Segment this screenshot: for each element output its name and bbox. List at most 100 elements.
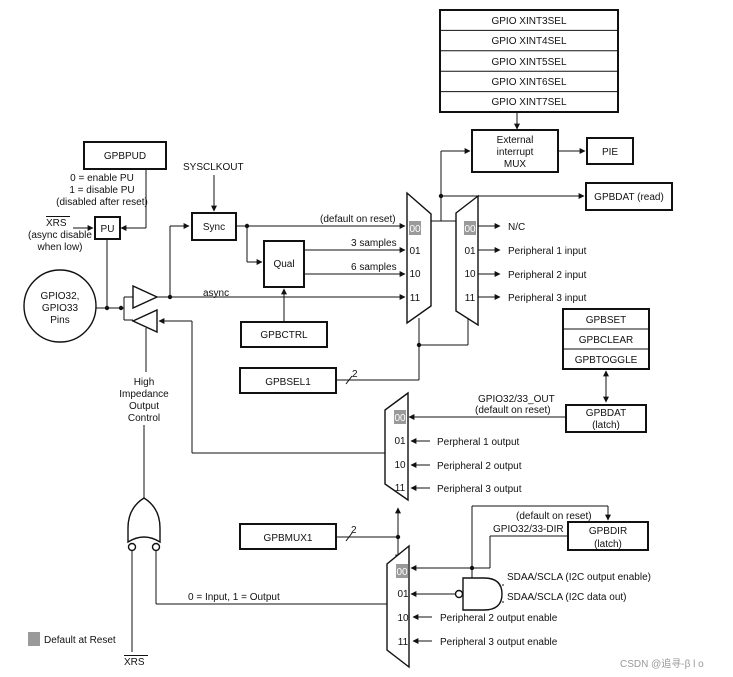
svg-text:10: 10: [394, 460, 406, 471]
xrs-note: (async disable when low): [28, 230, 92, 253]
pullup-block: PU: [94, 216, 121, 240]
gpbmux1-register: GPBMUX1: [239, 523, 337, 550]
output-peripheral-mux: 00 01 10 11: [384, 391, 409, 502]
svg-text:GPBMUX1: GPBMUX1: [264, 533, 313, 544]
gpbsel1-register: GPBSEL1: [239, 367, 337, 394]
svg-text:PIE: PIE: [602, 147, 618, 158]
svg-text:Pins: Pins: [50, 315, 69, 326]
input-buffer: [132, 284, 159, 310]
peripheral-2-input-label: Peripheral 2 input: [508, 270, 587, 281]
gpio-out-label: GPIO32/33_OUT (default on reset): [475, 394, 555, 416]
svg-text:MUX: MUX: [504, 159, 527, 170]
svg-text:GPBDIR: GPBDIR: [589, 526, 627, 537]
direction-note: 0 = Input, 1 = Output: [188, 592, 280, 603]
svg-text:00: 00: [464, 224, 476, 235]
peripheral-1-output-label: Perpheral 1 output: [437, 437, 520, 448]
svg-text:(async disable: (async disable: [28, 230, 92, 241]
sysclkout-label: SYSCLKOUT: [183, 162, 244, 173]
default-on-reset-input: (default on reset): [320, 214, 396, 225]
svg-text:Sync: Sync: [203, 222, 225, 233]
sync-block: Sync: [191, 212, 237, 241]
svg-text:1 = disable PU: 1 = disable PU: [69, 185, 134, 196]
svg-text:00: 00: [394, 413, 406, 424]
i2c-output-enable-label: SDAA/SCLA (I2C output enable): [507, 572, 651, 583]
gpbmux1-bus-width: 2: [351, 525, 357, 536]
direction-label: (default on reset) GPIO32/33-DIR: [493, 511, 592, 535]
xint4sel-label: GPIO XINT4SEL: [491, 36, 566, 47]
svg-text:GPIO32,: GPIO32,: [41, 291, 80, 302]
svg-text:01: 01: [397, 589, 409, 600]
svg-text:01: 01: [394, 436, 406, 447]
peripheral-2-output-label: Peripheral 2 output: [437, 461, 522, 472]
input-peripheral-demux: 00 01 10 11: [455, 194, 479, 327]
output-enable-mux: 00 01 10 11: [386, 544, 410, 669]
peripheral-2-output-enable-label: Peripheral 2 output enable: [440, 613, 558, 624]
watermark: CSDN @追寻-β l o: [620, 657, 704, 670]
svg-text:GPIO32/33_OUT: GPIO32/33_OUT: [478, 394, 555, 405]
peripheral-1-input-label: Peripheral 1 input: [508, 246, 587, 257]
xrs-bottom-label: XRS: [124, 655, 148, 668]
svg-text:Control: Control: [128, 413, 160, 424]
xint3sel-label: GPIO XINT3SEL: [491, 16, 566, 27]
svg-text:XRS: XRS: [124, 657, 145, 668]
gpbdat-read-block: GPBDAT (read): [585, 182, 673, 211]
svg-text:Default at Reset: Default at Reset: [44, 635, 116, 646]
svg-text:11: 11: [398, 637, 409, 648]
gpio-pin: GPIO32, GPIO33 Pins: [23, 269, 97, 343]
pie-block: PIE: [586, 137, 634, 165]
svg-text:11: 11: [395, 483, 406, 494]
i2c-data-out-label: SDAA/SCLA (I2C data out): [507, 592, 627, 603]
svg-text:01: 01: [409, 246, 421, 257]
svg-text:Qual: Qual: [273, 259, 294, 270]
svg-text:(latch): (latch): [594, 539, 622, 550]
svg-text:0 = enable PU: 0 = enable PU: [70, 173, 134, 184]
external-interrupt-mux: External interrupt MUX: [471, 129, 559, 173]
svg-text:GPBSET: GPBSET: [586, 315, 627, 326]
svg-text:Output: Output: [129, 401, 159, 412]
xrs-signal-label: XRS: [46, 216, 70, 229]
pullup-note: 0 = enable PU 1 = disable PU (disabled a…: [56, 173, 148, 208]
svg-text:Impedance: Impedance: [119, 389, 169, 400]
svg-text:External: External: [497, 135, 534, 146]
input-nc-label: N/C: [508, 222, 525, 233]
svg-text:(default on reset): (default on reset): [516, 511, 592, 522]
gpbdir-latch-register: GPBDIR (latch): [567, 521, 649, 551]
svg-text:(disabled after reset): (disabled after reset): [56, 197, 148, 208]
svg-text:00: 00: [396, 567, 408, 578]
or-gate: [127, 497, 161, 552]
input-qualification-mux: 00 01 10 11: [406, 191, 432, 325]
svg-text:(latch): (latch): [592, 420, 620, 431]
async-label: async: [203, 288, 229, 299]
svg-text:GPBPUD: GPBPUD: [104, 151, 146, 162]
gpbsel1-bus-width: 2: [352, 369, 358, 380]
svg-text:GPBSEL1: GPBSEL1: [265, 377, 311, 388]
gpb-set-clear-toggle-registers: GPBSET GPBCLEAR GPBTOGGLE: [562, 308, 650, 370]
svg-text:GPIO32/33-DIR: GPIO32/33-DIR: [493, 524, 564, 535]
xint-select-registers: GPIO XINT3SEL GPIO XINT4SEL GPIO XINT5SE…: [439, 9, 619, 113]
xint5sel-label: GPIO XINT5SEL: [491, 57, 566, 68]
svg-text:interrupt: interrupt: [497, 147, 534, 158]
svg-text:00: 00: [409, 224, 421, 235]
svg-text:11: 11: [465, 293, 476, 304]
svg-text:GPBCLEAR: GPBCLEAR: [579, 335, 633, 346]
svg-text:XRS: XRS: [46, 218, 67, 229]
nand-gate: [454, 577, 503, 611]
xint6sel-label: GPIO XINT6SEL: [491, 77, 566, 88]
peripheral-3-output-enable-label: Peripheral 3 output enable: [440, 637, 558, 648]
svg-text:GPBCTRL: GPBCTRL: [260, 330, 308, 341]
qual-block: Qual: [263, 240, 305, 288]
high-impedance-control-label: High Impedance Output Control: [119, 377, 169, 424]
svg-text:GPBTOGGLE: GPBTOGGLE: [575, 355, 638, 366]
peripheral-3-output-label: Peripheral 3 output: [437, 484, 522, 495]
gpbdat-latch-register: GPBDAT (latch): [565, 404, 647, 433]
legend: Default at Reset: [28, 632, 116, 646]
svg-text:10: 10: [409, 269, 421, 280]
samples-6-label: 6 samples: [351, 262, 397, 273]
output-buffer: [131, 308, 158, 334]
svg-text:when low): when low): [36, 242, 82, 253]
svg-text:High: High: [134, 377, 155, 388]
svg-text:GPBDAT (read): GPBDAT (read): [594, 192, 664, 203]
svg-text:11: 11: [410, 293, 421, 304]
svg-text:(default on reset): (default on reset): [475, 405, 551, 416]
